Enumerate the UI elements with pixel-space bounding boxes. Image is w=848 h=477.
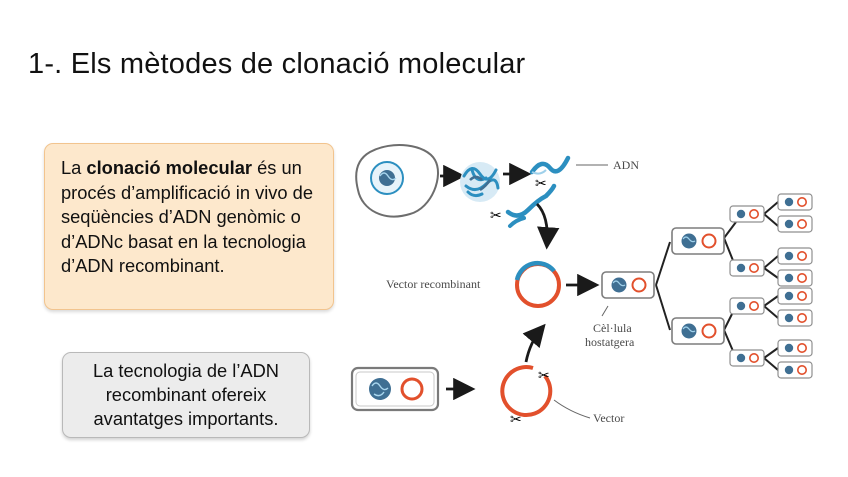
scissors-icon: ✂	[490, 207, 502, 223]
dna-fragment	[505, 155, 571, 228]
host-cell	[601, 271, 655, 299]
advantages-text: La tecnologia de l’ADN recombinant ofere…	[93, 360, 279, 429]
definition-box: La clonació molecular és un procés d’amp…	[44, 143, 334, 310]
final-cell	[777, 339, 813, 357]
final-cell	[777, 361, 813, 379]
advantages-box: La tecnologia de l’ADN recombinant ofere…	[62, 352, 310, 438]
source-cell	[355, 144, 440, 218]
label-cell-1: Cèl·lula	[593, 321, 632, 335]
granddaughter-cell	[729, 205, 765, 223]
definition-text-start: La	[61, 157, 87, 178]
dna-ball	[460, 162, 500, 202]
daughter-cell	[671, 227, 725, 255]
granddaughter-cell	[729, 297, 765, 315]
final-cell	[777, 287, 813, 305]
scissors-icon: ✂	[535, 175, 547, 191]
scissors-icon: ✂	[538, 367, 550, 383]
label-vector: Vector	[593, 411, 624, 425]
label-cell-2: hostatgera	[585, 335, 635, 349]
final-cell	[777, 247, 813, 265]
final-cell	[777, 193, 813, 211]
bacterium-with-plasmid	[350, 366, 440, 412]
recombinant-vector	[514, 260, 561, 308]
label-vector-recombinant: Vector recombinant	[386, 277, 481, 291]
definition-text-end: és un procés d’amplificació in vivo de s…	[61, 157, 313, 277]
cloning-diagram: ✂ ✂ ADN Vector recombinant Cèl·lula host…	[350, 144, 813, 427]
granddaughter-cell	[729, 259, 765, 277]
definition-term: clonació molecular	[86, 157, 253, 178]
final-cell	[777, 309, 813, 327]
cut-vector	[500, 365, 553, 417]
final-cell	[777, 215, 813, 233]
daughter-cell	[671, 317, 725, 345]
scissors-icon: ✂	[510, 411, 522, 427]
granddaughter-cell	[729, 349, 765, 367]
label-adn: ADN	[613, 158, 639, 172]
final-cell	[777, 269, 813, 287]
slide-title: 1-. Els mètodes de clonació molecular	[28, 48, 526, 80]
